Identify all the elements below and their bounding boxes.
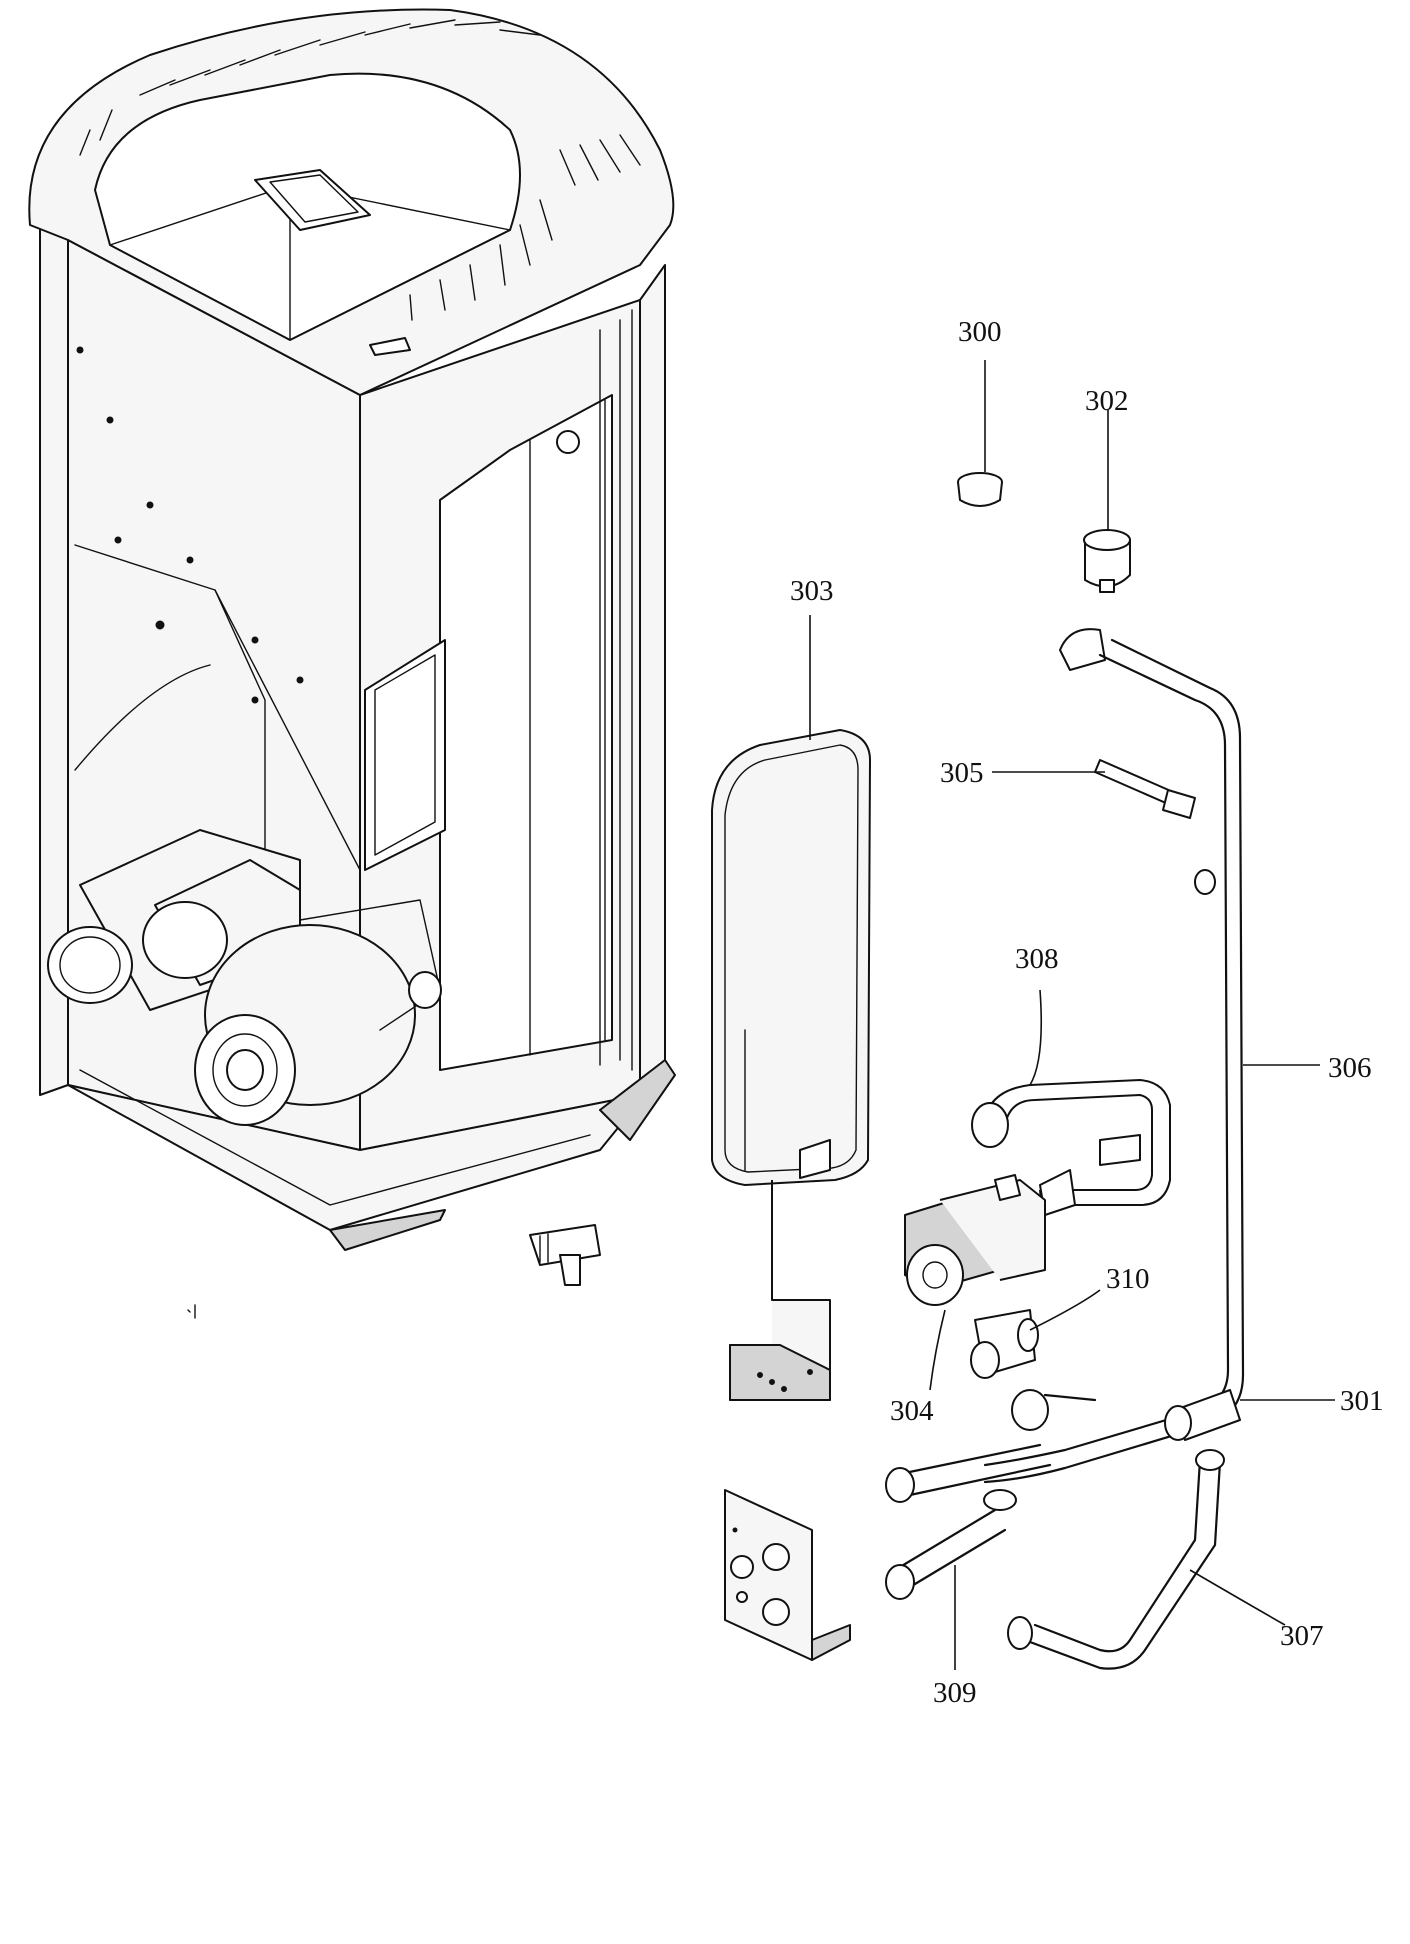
label-303: 303 [790,575,834,607]
lower-connection-pipes [885,1389,1097,1503]
part-304-pump [904,1174,1046,1391]
label-310: 310 [1106,1263,1150,1295]
label-306: 306 [1328,1052,1372,1084]
part-302-air-vent [1083,410,1131,593]
part-307-pipe [1007,1449,1286,1670]
label-305: 305 [940,757,984,789]
drain-tee-fitting [529,1224,601,1286]
part-308-pipe [971,989,1171,1216]
mounting-plate [724,1489,851,1661]
part-309-pipe [885,1489,1017,1670]
label-302: 302 [1085,385,1129,417]
part-301-fitting [1164,1389,1335,1441]
label-308: 308 [1015,943,1059,975]
part-labels: 300 301 302 303 304 305 306 307 308 309 … [790,316,1384,1709]
part-305-sensor [992,759,1196,819]
part-310-valve [970,1289,1101,1379]
label-309: 309 [933,1677,977,1709]
part-303-expansion-tank [711,615,871,1401]
blower-assembly [47,829,442,1126]
label-300: 300 [958,316,1002,348]
label-301: 301 [1340,1385,1384,1417]
part-300-cap [957,360,1003,507]
label-304: 304 [890,1395,934,1427]
stove-top-grille [28,8,675,396]
label-307: 307 [1280,1620,1324,1652]
